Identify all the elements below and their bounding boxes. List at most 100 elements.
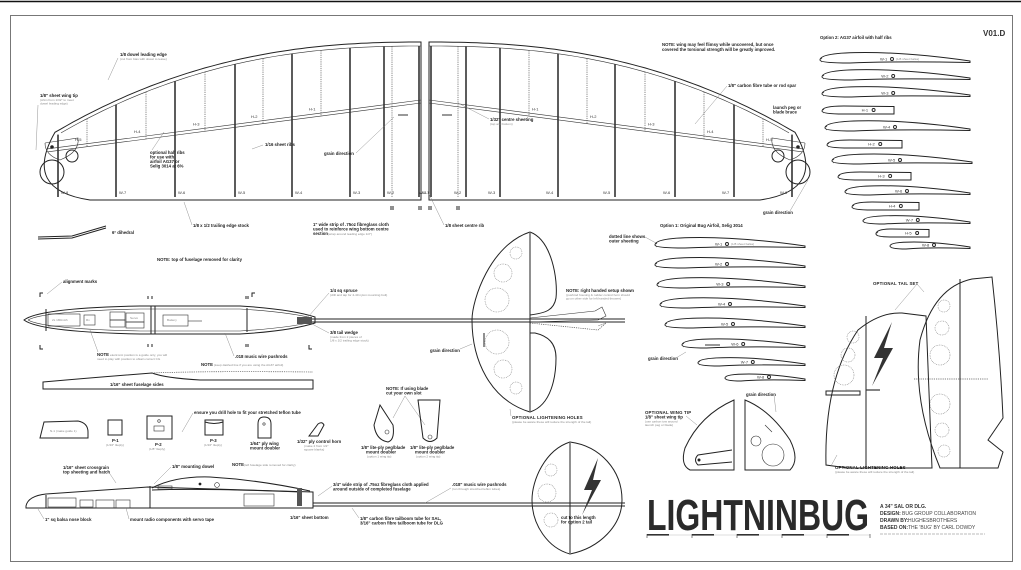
title-block: LIGHTNINBUG A 34" SAL OR DLG. DESIGN: BU… xyxy=(646,491,985,540)
half-rib-label: H-3 xyxy=(648,121,655,126)
rib-label: W-7 xyxy=(119,190,127,195)
label-wing-tip-sub2: launch peg or blade) xyxy=(645,423,673,427)
airfoil-rib xyxy=(821,105,895,115)
spar-hole xyxy=(893,125,897,129)
spar-hole xyxy=(915,231,920,235)
spar-hole xyxy=(891,91,896,95)
label-peg-doubler-1b: mount doubler xyxy=(366,450,396,455)
alignment-mark xyxy=(456,206,460,210)
half-rib-label: H-4 xyxy=(134,129,141,134)
airfoil-rib xyxy=(889,241,971,250)
wing-left-half xyxy=(43,41,422,201)
airfoil-rib xyxy=(654,236,806,249)
label-peg-doubler-2: 1/8" lite-ply peg/blade xyxy=(410,445,455,450)
airfoil-rib-label: W-6 xyxy=(731,342,739,347)
airfoil-rib xyxy=(837,171,912,181)
label-wing-mount-doubler: 1/64" ply wing xyxy=(250,441,279,446)
tip-lightening-hole xyxy=(39,159,65,185)
airfoil-rib xyxy=(862,215,971,225)
parts-row: N-1 (make guide 1) ensure you drill hole… xyxy=(39,386,455,459)
airfoil-rib xyxy=(659,297,806,309)
rib-label: W-4 xyxy=(546,190,554,195)
rib-label: W-6 xyxy=(178,190,186,195)
label-cut-length: cut to this length xyxy=(561,515,596,520)
tagline: A 34" SAL OR DLG. xyxy=(880,504,927,510)
label-spruce-sub: (drill and tap for 4-40 nylon mounting b… xyxy=(330,293,387,297)
label-music-wire: .018" music wire pushrods xyxy=(452,482,507,487)
airfoil-rib xyxy=(656,277,806,289)
label-half-ribs: optional half ribs xyxy=(150,150,185,155)
sheet-border xyxy=(10,15,1013,562)
note-blade-2: cut your own slot xyxy=(386,391,422,396)
airfoil-rib-label: W-3 xyxy=(716,282,724,287)
scale-bar xyxy=(646,534,871,538)
label-leading-edge: 1/8 dowel leading edge xyxy=(120,52,167,57)
part-p1 xyxy=(107,419,123,436)
label-wing-tip: 1/8" sheet wing tip xyxy=(40,93,78,98)
rx-box xyxy=(83,314,96,326)
label-trailing-edge: 1/8 x 1/2 trailing edge stock xyxy=(193,223,249,228)
battery-box xyxy=(47,313,81,327)
airfoil-rib-label: W-5 xyxy=(888,158,896,163)
fuselage-top-view: NOTE: top of fuselage removed for clarit… xyxy=(23,257,625,390)
label-tailboom-2: 3/16" carbon fibre tailboom tube for DLG xyxy=(360,521,444,526)
label-peg-doubler-2b: mount doubler xyxy=(415,450,445,455)
label-dotted-line-2: outer sheeting xyxy=(609,239,639,244)
stabiliser: NOTE: right handed setup shown (pushrod … xyxy=(471,231,634,424)
tip-lightening-hole xyxy=(785,159,811,185)
label-sheet-bottom: 1/16" sheet bottom xyxy=(290,515,329,520)
launch-peg xyxy=(50,145,54,149)
note-dashed: NOTE xyxy=(201,362,213,367)
half-rib-label: H-3 xyxy=(193,121,200,126)
label-crossgrain-2: top sheeting and hatch xyxy=(63,470,110,475)
note-flimsy-2: covered the torsional strength will be g… xyxy=(662,47,775,52)
label-grain-tip: grain direction xyxy=(763,210,793,215)
tail-fin-left xyxy=(825,312,933,469)
note-dashed-sub: (keep dashed line if you are using the A… xyxy=(214,363,283,367)
label-grain-wingtip: grain direction xyxy=(746,392,776,397)
label-launch-peg-2: blade brace xyxy=(773,110,797,115)
note-drill-hole: ensure you drill hole to fit your stretc… xyxy=(194,410,301,415)
launch-peg-brace xyxy=(44,137,79,161)
spar-hole xyxy=(767,375,771,379)
label-dihedral: 6° dihedral xyxy=(112,230,134,235)
box-label: 2s 180mAh xyxy=(52,318,68,322)
rib-label: W-4 xyxy=(295,190,303,195)
label-mounting-dowel: 1/8" mounting dowel xyxy=(172,464,214,469)
label-control-horn-sub: (make 2 from 1/2" xyxy=(304,444,328,448)
label-dotted-line: dotted line shows xyxy=(609,234,646,239)
wing-notes: 1/8 dowel leading edge (cut from bias wi… xyxy=(35,42,809,240)
label-alignment-marks: alignment marks xyxy=(63,279,98,284)
tip-lightening-hole xyxy=(771,149,785,163)
part-control-horn xyxy=(308,422,325,437)
label-lightening-holes-tail-sub: (please be aware these will reduce the s… xyxy=(835,470,914,474)
label-fibreglass-fuselage-2: around outside of completed fuselage xyxy=(333,487,411,492)
lightning-bolt-icon xyxy=(582,458,601,515)
note-flimsy: NOTE: wing may feel flimsy while uncover… xyxy=(662,42,774,47)
airfoil-rib-label: H-2 xyxy=(868,142,875,147)
spar-hole xyxy=(905,189,909,193)
airfoil-rib xyxy=(826,139,903,149)
airfoil-rib-label: W-4 xyxy=(883,125,891,130)
label-spar: 1/8" carbon fibre tube or rod spar xyxy=(728,83,797,88)
spar-hole xyxy=(891,74,896,78)
airfoil-rib xyxy=(824,120,971,132)
servo-box xyxy=(109,311,126,321)
leading-edge-dowel xyxy=(429,45,790,134)
spar-hole xyxy=(878,142,883,146)
tail-wedge xyxy=(297,317,312,324)
label-radio-components: mount radio components with servo tape xyxy=(130,517,215,522)
half-rib-label: H-5 xyxy=(75,137,82,142)
label-p2-sub: (1/8" liteply) xyxy=(149,447,165,451)
half-rib-label: H-1 xyxy=(532,106,539,111)
airfoil-rib-sub: (1/8 sheet balsa) xyxy=(896,57,919,61)
rib-label: W-8 xyxy=(61,190,69,195)
airfoil-rib xyxy=(724,373,806,382)
label-wing-tip-sub: (use carbon tow around xyxy=(645,420,678,424)
half-rib-label: H-2 xyxy=(251,114,258,119)
label-fibreglass: 1" wide strip of .75oz fibreglass cloth xyxy=(313,222,389,227)
label-nose-block: 1" sq balsa nose block xyxy=(45,517,92,522)
label-spruce: 1/4 sq spruce xyxy=(330,288,358,293)
rib-label: W-1 xyxy=(422,190,430,195)
launch-peg xyxy=(796,145,800,149)
